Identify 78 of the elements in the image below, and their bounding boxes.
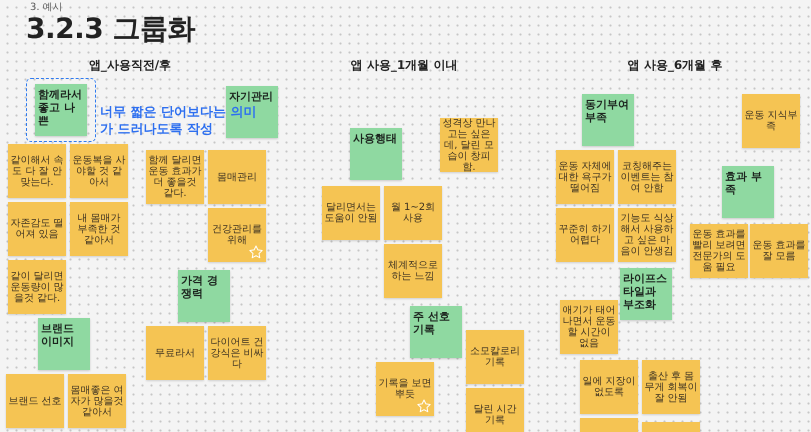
annotation-text: 너무 짧은 단어보다는 의미가 드러나도록 작성 [100, 104, 258, 138]
note-text: 기록을 보면 뿌듯 [378, 378, 432, 400]
note-text: 같이 달리면 운동량이 많을것 같다. [10, 270, 64, 304]
note-title: 사용행태 [353, 132, 398, 146]
sticky-note [8, 202, 66, 256]
sticky-note [618, 150, 676, 204]
sticky-note [68, 374, 126, 428]
group-heading: 앱 사용_6개월 후 [628, 58, 722, 72]
note-text: 달린 시간 기록 [472, 404, 518, 426]
note-title: 브랜드 이미지 [41, 322, 75, 348]
category-sticky-note [226, 86, 278, 138]
category-sticky-note [410, 306, 462, 358]
category-sticky-note [620, 268, 672, 320]
sticky-note [208, 326, 266, 380]
note-text: 꾸준히 하기 어렵다 [558, 224, 612, 246]
sticky-note [466, 330, 524, 384]
note-title: 함께라서 좋고 나쁜 [38, 88, 83, 128]
note-text: 운동 자체에 대한 욕구가 떨어짐 [558, 160, 612, 194]
sticky-note [384, 244, 442, 298]
category-sticky-note [38, 318, 90, 370]
sticky-note [556, 208, 614, 262]
note-text: 운동 효과를 빨리 보려면 전문가의 도움 필요 [692, 229, 746, 273]
sticky-note [322, 186, 380, 240]
sticky-note [642, 360, 700, 414]
note-text: 건강관리를 위해 [211, 224, 263, 246]
sticky-note [208, 208, 266, 262]
sticky-note [384, 186, 442, 240]
note-text: 체계적으로 하는 느낌 [387, 260, 439, 282]
sticky-note [750, 224, 808, 278]
note-text: 무료라서 [155, 348, 195, 358]
category-sticky-note [35, 84, 87, 136]
note-text: 다이어트 건강식은 비싸다 [210, 336, 264, 370]
sticky-note [146, 326, 204, 380]
sticky-note [466, 388, 524, 432]
note-text: 달리면서는 도움이 안됨 [324, 202, 378, 224]
note-text: 코칭해주는 이벤트는 참여 안함 [620, 160, 674, 194]
section-label: 3. 예시 [30, 2, 63, 14]
sticky-note [70, 144, 128, 198]
note-text: 소모칼로리 기록 [469, 346, 521, 368]
note-text: 일에 지장이 없도록 [582, 376, 636, 398]
sticky-note [556, 150, 614, 204]
note-text: 자존감도 떨어져 있음 [10, 218, 64, 240]
note-text: 성격상 만나고는 싶은데, 달린 모습이 창피함. [442, 118, 496, 172]
note-title: 주 선호기록 [413, 310, 451, 336]
note-text: 내 몸매가 부족한 것 같아서 [76, 212, 122, 246]
selection-frame [26, 78, 96, 142]
sticky-note [580, 360, 638, 414]
sticky-note [742, 94, 800, 148]
note-text: 애기가 태어나면서 운동할 시간이 없음 [562, 305, 616, 349]
sticky-note [70, 202, 128, 256]
note-text: 브랜드 선호 [8, 396, 62, 406]
note-text: 몸매좋은 여자가 많을것 같아서 [70, 384, 124, 418]
note-text: 운동 효과를 잘 모름 [752, 240, 806, 262]
category-sticky-note [178, 270, 230, 322]
note-text: 같이해서 속도 다 잘 안맞는다. [10, 154, 64, 188]
note-text: 몸매관리 [217, 172, 257, 182]
category-sticky-note [582, 94, 634, 146]
note-text: 출산 후 몸무게 회복이 잘 안됨 [644, 370, 698, 404]
category-sticky-note [722, 166, 774, 218]
note-text: 기능도 식상해서 사용하고 싶은 마음이 안생김 [620, 213, 674, 257]
category-sticky-note [350, 128, 402, 180]
sticky-note [8, 144, 66, 198]
group-heading: 앱 사용_1개월 이내 [350, 58, 458, 72]
note-title: 동기부여 부족 [585, 98, 630, 124]
page-title: 3.2.3 그룹화 [26, 12, 195, 46]
sticky-note [376, 362, 434, 416]
group-heading: 앱_사용직전/후 [88, 58, 172, 72]
note-text: 운동복을 사야할 것 같아서 [72, 154, 126, 188]
sticky-note [6, 374, 64, 428]
note-title: 가격 경쟁력 [181, 274, 219, 300]
note-text: 운동 지식부족 [744, 110, 798, 132]
note-title: 라이프스타일과 부조화 [623, 272, 668, 312]
sticky-note [208, 150, 266, 204]
note-title: 효과 부족 [725, 170, 763, 196]
sticky-note [8, 260, 66, 314]
note-text: 월 1~2회 사용 [390, 202, 436, 224]
note-title: 자기관리 [229, 90, 274, 104]
note-text: 함께 달리면 운동 효과가 더 좋을것 같다. [148, 155, 202, 199]
